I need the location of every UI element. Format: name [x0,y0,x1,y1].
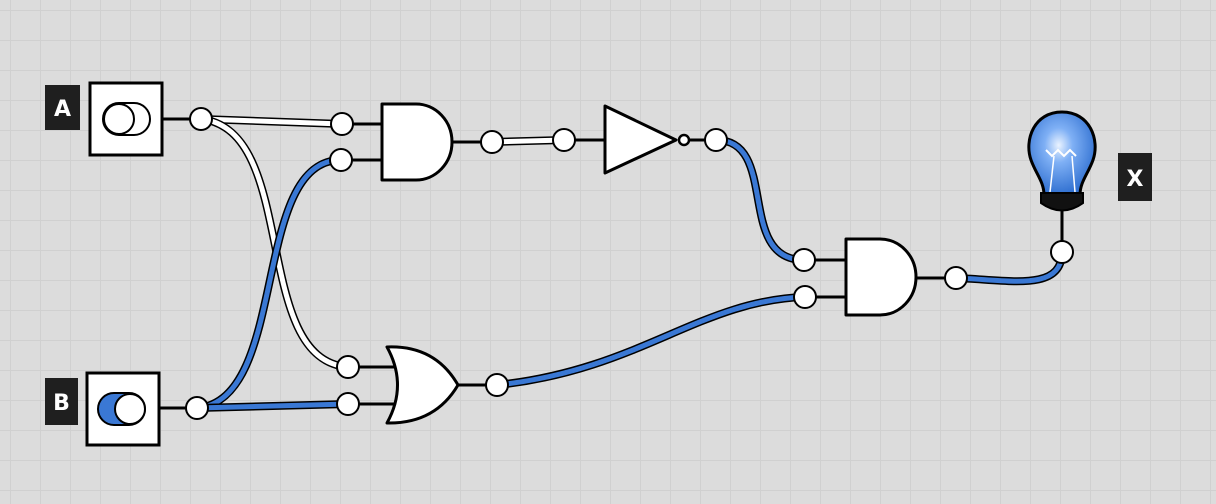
pin-and2-in-2[interactable] [793,285,817,309]
pin-not-in[interactable] [552,128,576,152]
input-b-switch[interactable] [85,371,161,447]
pin-and2-out[interactable] [944,266,968,290]
wire-b-to-and1 [193,156,345,412]
toggle-switch-on-icon [97,392,146,426]
wire-a-to-and1-core [198,116,345,127]
input-a-switch[interactable] [88,81,164,157]
pins [185,107,1074,420]
pin-and1-out[interactable] [480,130,504,154]
wire-a-to-and1 [197,115,346,128]
and-gate-2[interactable] [812,237,948,317]
pin-or-in-1[interactable] [336,355,360,379]
input-a-label: A [54,97,71,122]
wire-not-to-and2 [712,136,808,264]
not-gate[interactable] [572,104,708,175]
pin-and1-in-1[interactable] [330,112,354,136]
wires [193,115,1066,412]
pin-bulb-in[interactable] [1050,240,1074,264]
light-bulb-icon [1027,110,1097,212]
pin-not-out[interactable] [704,128,728,152]
input-a-label-box: A [45,85,80,130]
pin-and1-in-2[interactable] [329,148,353,172]
pin-or-in-2[interactable] [336,392,360,416]
input-b-label: B [53,391,70,416]
and-gate-1[interactable] [350,102,484,182]
output-x-label: X [1127,167,1144,192]
pin-a-out[interactable] [189,107,213,131]
wire-or-to-and2 [493,293,809,389]
or-gate[interactable] [356,345,490,425]
output-bulb[interactable] [1027,110,1097,244]
toggle-switch-off-icon [102,102,151,136]
wire-and1-to-not [488,136,568,146]
wire-and2-to-bulb [952,248,1066,286]
wire-b-to-or [193,400,352,412]
pin-and2-in-1[interactable] [792,248,816,272]
pin-or-out[interactable] [485,373,509,397]
pin-b-out[interactable] [185,396,209,420]
output-x-label-box: X [1118,153,1152,201]
input-b-label-box: B [45,378,78,425]
